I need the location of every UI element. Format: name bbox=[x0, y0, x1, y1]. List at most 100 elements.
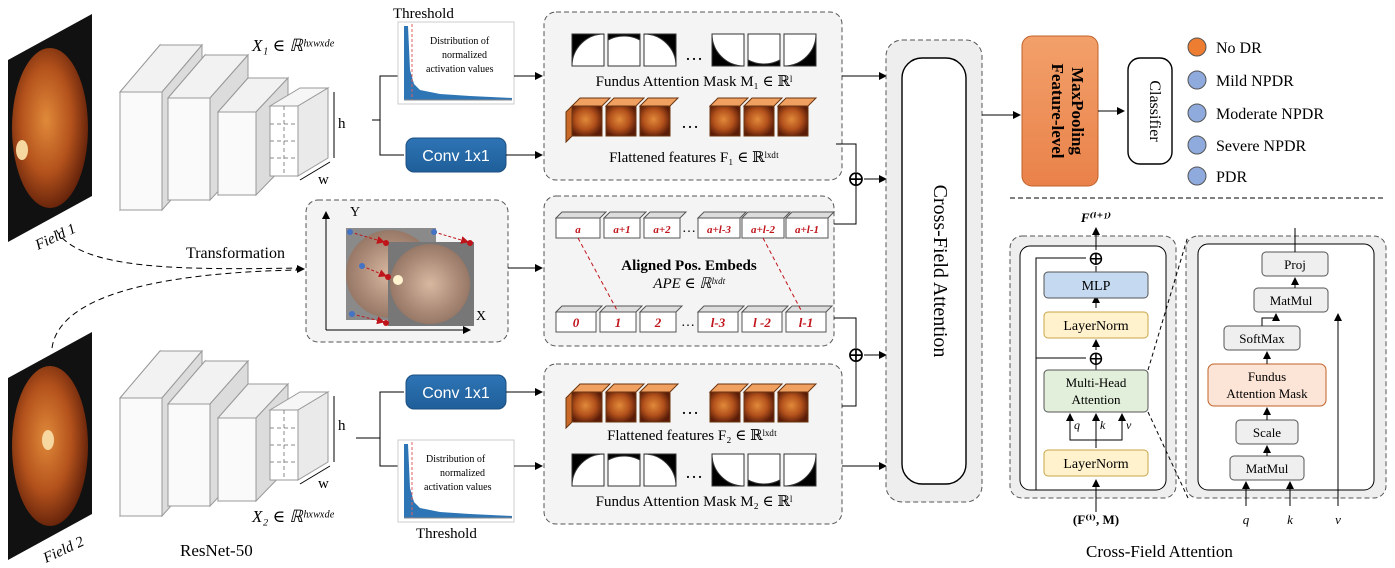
cross-field-label: Cross-Field Attention bbox=[929, 185, 951, 358]
flattened-f1-caption: Flattened features F₁ ∈ ℝˡˣᵈᵗ bbox=[609, 150, 779, 166]
block-output-label: F⁽ⁱ⁺¹⁾ bbox=[1080, 210, 1111, 225]
legend-dot-2 bbox=[1187, 103, 1207, 123]
ape-bottom-token-1: 1 bbox=[615, 315, 622, 330]
axis-x-label: X bbox=[476, 309, 486, 324]
block-add-top: ⊕ bbox=[1088, 248, 1105, 270]
feature-dots-1: … bbox=[681, 112, 699, 132]
mask-m2-caption: Fundus Attention Mask M₂ ∈ ℝˡ bbox=[596, 494, 793, 510]
ape-top-token-4: a+l-2 bbox=[751, 224, 775, 236]
resnet-label: ResNet-50 bbox=[180, 541, 253, 560]
block-v: v bbox=[1126, 418, 1132, 432]
qkv-arrows bbox=[1066, 413, 1126, 448]
legend-label-4: PDR bbox=[1216, 169, 1247, 186]
legend-dot-3 bbox=[1187, 135, 1207, 155]
classifier-box bbox=[1127, 57, 1173, 165]
proj-label: Proj bbox=[1284, 257, 1306, 272]
aligned-fundus-images bbox=[346, 228, 474, 326]
legend-dot-4 bbox=[1187, 166, 1207, 186]
ape-bottom-token-3: l-3 bbox=[711, 315, 726, 330]
ape-bottom-token-0: 0 bbox=[573, 315, 580, 330]
x1-formula: X₁ ∈ ℝʰˣʷˣᵈᵉ bbox=[251, 36, 334, 55]
pooling-line1: Feature-level bbox=[1048, 63, 1067, 158]
matmul-bottom-label: MatMul bbox=[1246, 461, 1289, 476]
hist1-line3: activation values bbox=[426, 64, 494, 75]
mlp-box bbox=[1043, 271, 1149, 299]
legend-label-2: Moderate NPDR bbox=[1216, 106, 1324, 123]
legend-label-3: Severe NPDR bbox=[1216, 138, 1307, 155]
mask-dots-2: … bbox=[685, 462, 703, 482]
block-input-label: (F⁽ⁱ⁾, M) bbox=[1073, 512, 1119, 527]
matmul-top-box bbox=[1253, 287, 1329, 313]
ape-top-token-1: a+1 bbox=[613, 224, 630, 236]
legend-dot-0 bbox=[1187, 37, 1207, 57]
ape-formula: APE ∈ ℝˡˣᵈᵗ bbox=[652, 276, 726, 292]
w-label-1: w bbox=[318, 172, 329, 188]
fundus-image-field-2 bbox=[8, 332, 92, 560]
feature-cubes-2 bbox=[565, 383, 818, 430]
ape-alignment-lines bbox=[577, 237, 803, 313]
histogram-1 bbox=[397, 21, 515, 105]
ape-top-token-0: a bbox=[575, 224, 581, 236]
mha-line2: Attention bbox=[1071, 392, 1121, 407]
classifier-label: Classifier bbox=[1146, 80, 1163, 142]
add-symbol-2: ⊕ bbox=[847, 342, 865, 367]
hist2-line3: activation values bbox=[424, 482, 492, 493]
fundus-image-field-1 bbox=[8, 14, 92, 242]
ape-bottom-tokens bbox=[554, 305, 834, 333]
ape-top-token-5: a+l-1 bbox=[795, 224, 819, 236]
mask-tiles-2 bbox=[571, 453, 817, 487]
resnet-stack-2 bbox=[118, 349, 330, 518]
attention-arrows bbox=[1242, 228, 1342, 506]
block-q: q bbox=[1074, 418, 1080, 432]
mha-box bbox=[1043, 369, 1149, 413]
mask-dots-1: … bbox=[685, 44, 703, 64]
flattened-f2-caption: Flattened features F₂ ∈ ℝˡˣᵈᵗ bbox=[607, 428, 777, 444]
block-add-mid: ⊕ bbox=[1088, 348, 1105, 370]
conv-1x1-box-1: Conv 1x1 bbox=[405, 137, 507, 173]
branch-connector-1 bbox=[372, 75, 404, 156]
field-2-label: Field 2 bbox=[40, 534, 87, 567]
conv-1x1-box-2: Conv 1x1 bbox=[405, 374, 507, 410]
attn-v: v bbox=[1335, 512, 1341, 527]
ape-bottom-token-4: l -2 bbox=[753, 315, 771, 330]
ape-bottom-token-5: l-1 bbox=[799, 315, 813, 330]
block-k: k bbox=[1100, 418, 1106, 432]
threshold-label-1: Threshold bbox=[393, 6, 454, 22]
threshold-label-2: Threshold bbox=[416, 526, 477, 542]
cross-field-inner bbox=[901, 57, 967, 485]
flow-connectors bbox=[834, 72, 887, 470]
add-symbol-1: ⊕ bbox=[847, 166, 865, 191]
ape-bottom-token-2: 2 bbox=[654, 315, 662, 330]
h-label-2: h bbox=[338, 418, 346, 434]
conv-label-1: Conv 1x1 bbox=[422, 148, 490, 165]
feature-grid-2 bbox=[270, 410, 298, 480]
h-label-1: h bbox=[338, 116, 346, 132]
hist1-line1: Distribution of bbox=[430, 36, 490, 47]
legend: No DR Mild NPDR Moderate NPDR Severe NPD… bbox=[1187, 37, 1324, 186]
branch-connector-2 bbox=[356, 391, 404, 467]
ape-top-token-3: a+l-3 bbox=[707, 224, 731, 236]
w-label-2: w bbox=[318, 476, 329, 492]
softmax-label: SoftMax bbox=[1239, 331, 1285, 346]
block-caption: Cross-Field Attention bbox=[1086, 542, 1233, 561]
hist1-line2: normalized bbox=[442, 50, 487, 61]
fundus-mask-line2: Attention Mask bbox=[1226, 386, 1308, 401]
hist2-line1: Distribution of bbox=[426, 454, 486, 465]
ape-top-tokens bbox=[554, 211, 836, 239]
hist2-line2: normalized bbox=[440, 468, 485, 479]
axis-y-label: Y bbox=[350, 205, 360, 220]
ape-title: Aligned Pos. Embeds bbox=[621, 258, 757, 274]
mlp-label: MLP bbox=[1082, 279, 1111, 294]
attn-q: q bbox=[1243, 512, 1250, 527]
matmul-top-label: MatMul bbox=[1270, 293, 1313, 308]
transformation-dashed-curves bbox=[51, 229, 301, 349]
mask-tiles-1 bbox=[571, 33, 817, 67]
histogram-2 bbox=[397, 439, 515, 523]
layernorm-bottom-box bbox=[1043, 449, 1149, 477]
keypoint-correspondences bbox=[347, 229, 473, 326]
feature-dots-2: … bbox=[681, 398, 699, 418]
attn-k: k bbox=[1287, 512, 1293, 527]
legend-label-1: Mild NPDR bbox=[1216, 73, 1294, 90]
ape-top-dots: … bbox=[682, 221, 696, 236]
zoom-lines bbox=[1147, 235, 1189, 499]
